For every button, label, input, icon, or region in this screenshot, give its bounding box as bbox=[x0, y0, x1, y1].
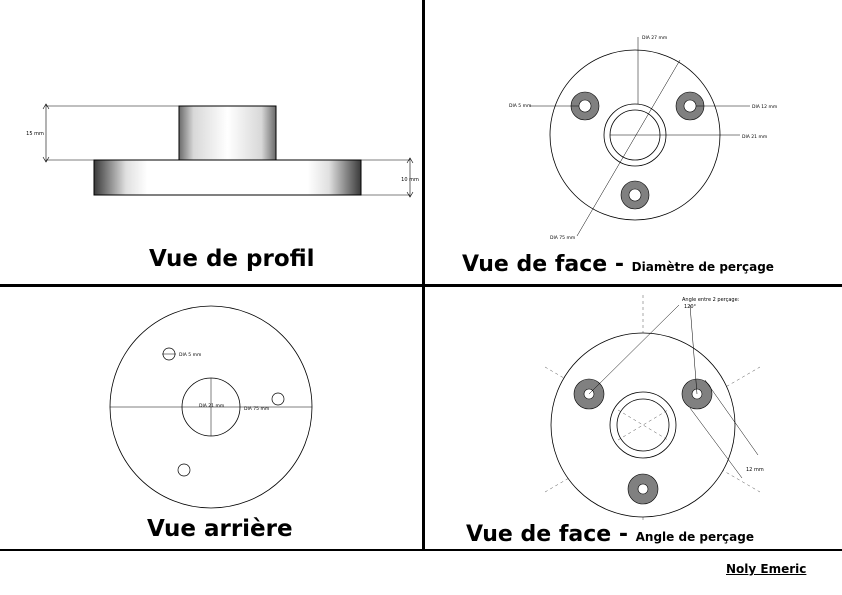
angle-view-subtitle: Angle de perçage bbox=[635, 530, 754, 544]
dim-15mm-label: 15 mm bbox=[26, 131, 44, 137]
horizontal-divider-middle bbox=[0, 284, 842, 287]
back-hole-right bbox=[271, 392, 285, 406]
back-dim-75-label: DIA 75 mm bbox=[244, 406, 269, 412]
dim-75-label: DIA 75 mm bbox=[550, 235, 575, 241]
front-view-title-main: Vue de face - bbox=[462, 252, 632, 277]
base-flange bbox=[93, 159, 362, 196]
angle-view-title-main: Vue de face - bbox=[466, 522, 636, 547]
side-view-drawing: 15 mm 10 mm bbox=[26, 103, 419, 198]
side-view-title: Vue de profil bbox=[149, 246, 315, 272]
angle-dim-12-label: 12 mm bbox=[746, 467, 764, 473]
back-hole-bottom bbox=[177, 463, 191, 477]
back-view-drawing: DIA 5 mm DIA 21 mm DIA 75 mm bbox=[109, 305, 313, 509]
back-dim-21-label: DIA 21 mm bbox=[199, 403, 224, 409]
hub-cylinder bbox=[178, 105, 277, 161]
angle-view-drawing: Angle entre 2 perçage: 120° 12 mm bbox=[544, 295, 764, 520]
dim-21-label: DIA 21 mm bbox=[742, 134, 767, 140]
angle-label: Angle entre 2 perçage: bbox=[682, 297, 740, 303]
angle-value: 120° bbox=[684, 304, 697, 310]
angle-view-title: Vue de face - Angle de perçage bbox=[466, 522, 754, 547]
dim-10mm-label: 10 mm bbox=[401, 177, 419, 183]
back-dim-5-label: DIA 5 mm bbox=[179, 352, 201, 358]
back-view-title: Vue arrière bbox=[147, 516, 293, 542]
dim-12-label: DIA 12 mm bbox=[752, 104, 777, 110]
angle-hub-bore bbox=[616, 398, 670, 452]
horizontal-divider-bottom bbox=[0, 549, 842, 551]
dim-27-label: DIA 27 mm bbox=[642, 35, 667, 41]
author-name: Noly Emeric bbox=[726, 562, 807, 576]
vertical-divider bbox=[422, 0, 425, 551]
front-view-title: Vue de face - Diamètre de perçage bbox=[462, 252, 774, 277]
dim-5-label: DIA 5 mm bbox=[509, 103, 531, 109]
front-view-drawing: DIA 27 mm DIA 5 mm DIA 12 mm DIA 21 mm D… bbox=[509, 35, 777, 241]
front-view-subtitle: Diamètre de perçage bbox=[631, 260, 774, 274]
